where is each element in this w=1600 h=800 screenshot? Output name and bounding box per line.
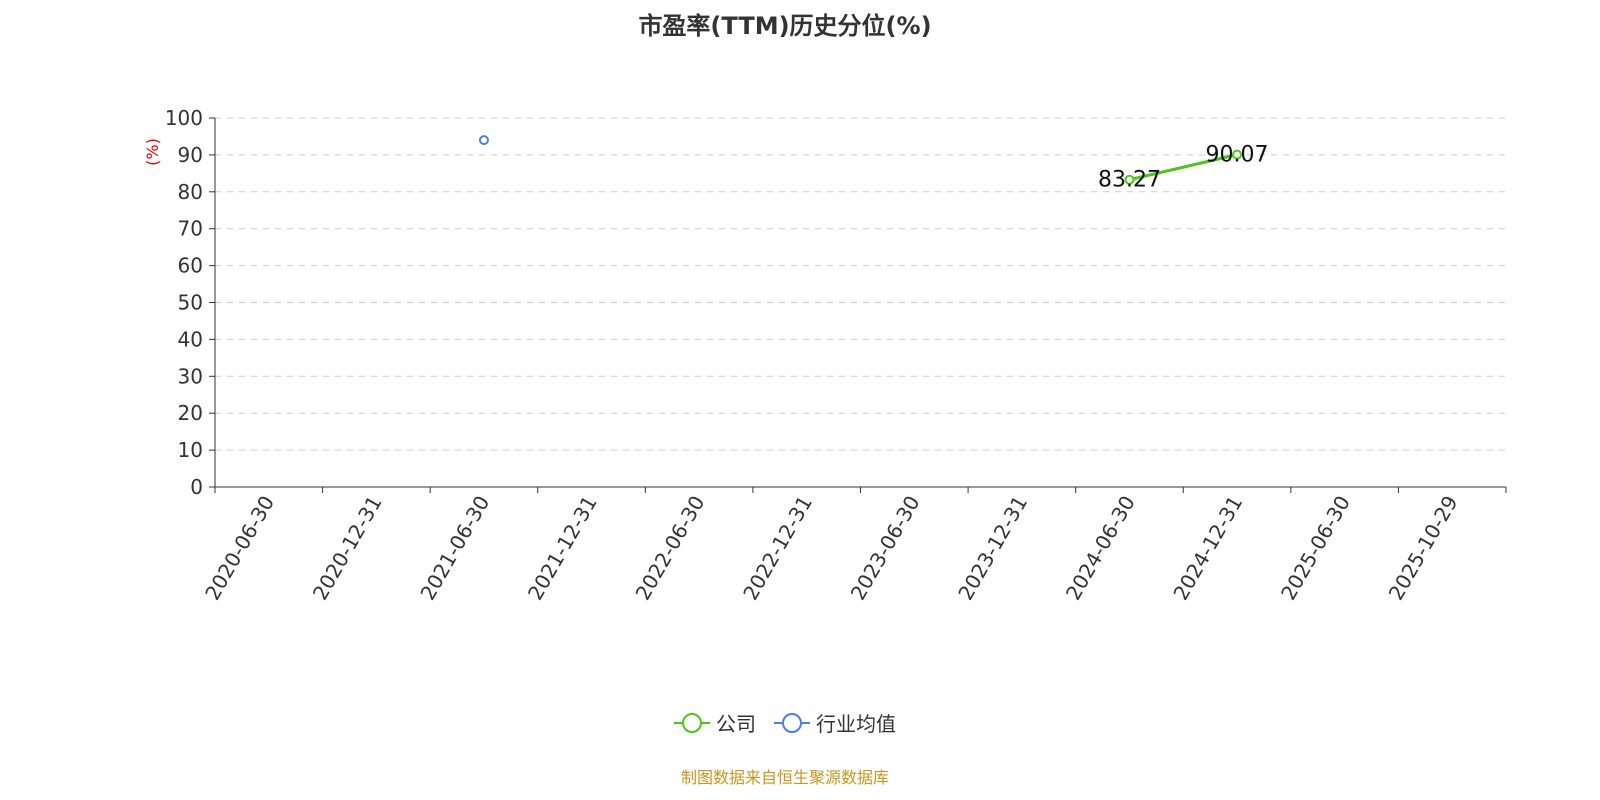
- y-tick-label: 70: [178, 217, 203, 241]
- y-tick-label: 90: [178, 143, 203, 167]
- legend: 公司 行业均值: [0, 708, 1570, 737]
- legend-company-icon: [674, 712, 710, 733]
- y-tick-label: 100: [165, 106, 203, 130]
- x-tick-label: 2020-06-30: [200, 492, 279, 605]
- data-point: [1232, 149, 1243, 160]
- legend-label: 公司: [716, 712, 756, 736]
- x-tick-label: 2022-06-30: [631, 492, 710, 605]
- x-tick-label: 2021-12-31: [523, 492, 602, 605]
- x-tick-label: 2023-12-31: [953, 492, 1032, 605]
- series-line-0: [1129, 153, 1238, 182]
- chart-title: 市盈率(TTM)历史分位(%): [638, 12, 932, 40]
- data-label: 83.27: [1098, 168, 1161, 193]
- legend-industry-icon: [774, 712, 810, 733]
- y-tick-label: 20: [178, 401, 203, 425]
- x-tick-label: 2025-06-30: [1276, 492, 1355, 605]
- y-tick-label: 40: [178, 327, 203, 351]
- x-tick-label: 2024-12-31: [1168, 492, 1247, 605]
- data-label: 90.07: [1206, 143, 1269, 168]
- x-tick-label: 2020-12-31: [308, 492, 387, 605]
- x-tick-label: 2025-10-29: [1384, 492, 1463, 605]
- y-tick-label: 80: [178, 180, 203, 204]
- legend-item-industry[interactable]: 行业均值: [774, 708, 896, 737]
- y-tick-label: 10: [178, 438, 203, 462]
- legend-item-company[interactable]: 公司: [674, 708, 756, 737]
- data-point: [1124, 174, 1135, 185]
- y-tick-label: 0: [190, 475, 203, 499]
- x-tick-label: 2024-06-30: [1061, 492, 1140, 605]
- x-tick-label: 2023-06-30: [846, 492, 925, 605]
- data-point: [478, 135, 489, 146]
- legend-label: 行业均值: [816, 712, 896, 736]
- source-note: 制图数据来自恒生聚源数据库: [680, 768, 889, 787]
- y-tick-label: 60: [178, 254, 203, 278]
- y-axis-label: (%): [143, 138, 162, 166]
- x-tick-label: 2022-12-31: [738, 492, 817, 605]
- y-tick-label: 30: [178, 364, 203, 388]
- y-tick-label: 50: [178, 291, 203, 315]
- x-tick-label: 2021-06-30: [415, 492, 494, 605]
